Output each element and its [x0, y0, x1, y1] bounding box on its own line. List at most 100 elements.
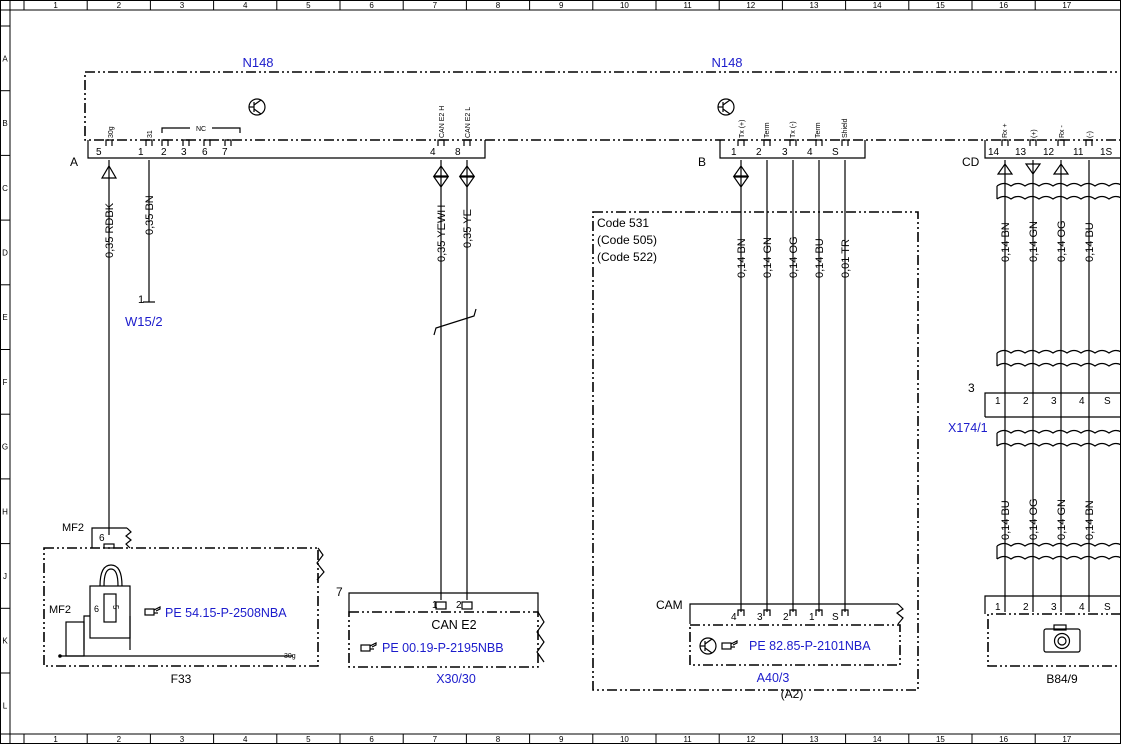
- column-label: 16: [999, 735, 1008, 744]
- cable-break-line: [996, 349, 1121, 354]
- x30-ref[interactable]: PE 00.19-P-2195NBB: [382, 641, 504, 655]
- pin-terminal: [815, 609, 823, 616]
- wire-a-1: 0,35 BN: [144, 195, 156, 235]
- x30-pin-1: 1: [432, 600, 438, 611]
- pin-terminal: [789, 139, 797, 146]
- pin-a-1: 1: [138, 147, 144, 158]
- transistor-icon: [717, 98, 735, 116]
- cam-label: CAM: [656, 598, 683, 612]
- pin-a-2: 2: [161, 147, 167, 158]
- pin-terminal: [145, 139, 153, 146]
- pin-terminal: [1029, 139, 1037, 146]
- reference-hand-icon: [360, 642, 377, 652]
- x30-pin-2: 2: [456, 600, 462, 611]
- cable-break-line: [996, 555, 1121, 560]
- code-box-a40: Code 531 (Code 505) (Code 522) 0,14 BN 0…: [592, 160, 919, 701]
- column-label: 3: [180, 735, 185, 744]
- pin-a-3: 3: [181, 147, 187, 158]
- column-label: 5: [306, 1, 311, 10]
- wire-a-8: 0,35 YE: [462, 209, 474, 248]
- row-label: F: [3, 378, 8, 387]
- x30-name: CAN E2: [431, 618, 476, 632]
- pin-terminal: [437, 139, 445, 146]
- pin-b-3: 3: [782, 147, 788, 158]
- b84-pin-4: 4: [1079, 602, 1085, 613]
- column-label: 7: [433, 1, 438, 10]
- nc-label: NC: [196, 126, 206, 133]
- column-label: 8: [496, 735, 501, 744]
- x174-connector: 3 1 2 3 4 S X174/1: [948, 381, 1121, 435]
- b84-label: B84/9: [1046, 672, 1078, 686]
- column-label: 1: [53, 735, 58, 744]
- x174-num: 3: [968, 381, 975, 395]
- wire-a-5: 0,35 RDBK: [104, 202, 116, 258]
- column-label: 5: [306, 735, 311, 744]
- pin-a-8-name: CAN E2 L: [465, 107, 472, 138]
- b84-pin-2: 2: [1023, 602, 1029, 613]
- cam-pin-2: 2: [783, 612, 789, 623]
- connector-b: B 1 2 3 4 S Tx (+) Term Tx (-) Term Shie…: [698, 118, 866, 169]
- column-label: 3: [180, 1, 185, 10]
- f33-ref[interactable]: PE 54.15-P-2508NBA: [165, 606, 287, 620]
- column-label: 6: [369, 1, 374, 10]
- pin-terminal: [789, 609, 797, 616]
- pin-terminal: [105, 139, 113, 146]
- term-30g: 30g: [284, 653, 296, 660]
- column-label: 9: [559, 1, 564, 10]
- pin-a-8: 8: [455, 147, 461, 158]
- cam-pin-4: 4: [731, 612, 737, 623]
- pin-cd-12-name: Rx -: [1059, 125, 1066, 139]
- pin-cd-12: 12: [1043, 147, 1055, 158]
- row-label: D: [2, 248, 8, 257]
- x174-pin-2: 2: [1023, 396, 1029, 407]
- wire-cd-u3: 0,14 OG: [1056, 220, 1068, 262]
- column-label: 17: [1062, 1, 1071, 10]
- column-label: 13: [810, 735, 819, 744]
- x174-pin-s: S: [1104, 396, 1111, 407]
- w15-pin: 1: [138, 294, 144, 306]
- pin-a-1-name: 31: [147, 130, 154, 138]
- connector-a-label: A: [70, 155, 78, 169]
- column-label: 10: [620, 1, 629, 10]
- column-label: 10: [620, 735, 629, 744]
- n148-title-right: N148: [711, 55, 742, 70]
- cable-break-line: [996, 442, 1121, 447]
- column-label: 14: [873, 735, 882, 744]
- pin-cd-1s: 1S: [1100, 147, 1113, 158]
- cable-break-line: [996, 195, 1121, 200]
- pin-a-6: 6: [202, 147, 208, 158]
- pin-terminal: [841, 609, 849, 616]
- wire-cd-l2: 0,14 OG: [1028, 498, 1040, 540]
- b84-pin-s: S: [1104, 602, 1111, 613]
- pin-cd-11: 11: [1073, 147, 1084, 158]
- code-505: (Code 505): [597, 233, 657, 247]
- column-label: 15: [936, 1, 945, 10]
- n148-title-left: N148: [242, 55, 273, 70]
- column-label: 14: [873, 1, 882, 10]
- row-label: B: [2, 119, 7, 128]
- row-label: E: [2, 313, 7, 322]
- pin-cd-13: 13: [1015, 147, 1027, 158]
- a40-label: A40/3: [757, 671, 790, 685]
- input-arrow-icon: [996, 162, 1014, 175]
- x174-pin-4: 4: [1079, 396, 1085, 407]
- column-label: 6: [369, 735, 374, 744]
- wires-a: 0,35 RDBK 0,35 BN 1 W15/2 0,35 YEWH 0,35…: [100, 160, 477, 600]
- pin-terminal: [737, 609, 745, 616]
- pin-terminal: [203, 139, 211, 146]
- connector-cd: CD 14 13 12 11 1S Rx + (+) Rx - (-): [962, 123, 1121, 169]
- row-label: C: [2, 184, 8, 193]
- bidirectional-arrow-icon: [432, 164, 476, 189]
- cam-ref[interactable]: PE 82.85-P-2101NBA: [749, 639, 871, 653]
- reference-hand-icon: [144, 606, 161, 616]
- pin-b-2-name: Term: [764, 122, 771, 138]
- pin-b-s: S: [832, 147, 839, 158]
- relay-pin-6: 6: [94, 604, 99, 614]
- column-label: 11: [683, 735, 692, 744]
- wire-b-s: 0,01 TR: [840, 239, 852, 278]
- pin-terminal: [224, 139, 232, 146]
- column-label: 7: [433, 735, 438, 744]
- wire-cd-l4: 0,14 BN: [1084, 500, 1096, 540]
- wires-cd: 0,14 BN 0,14 GN 0,14 OG 0,14 BU 0,14 BU …: [948, 160, 1121, 686]
